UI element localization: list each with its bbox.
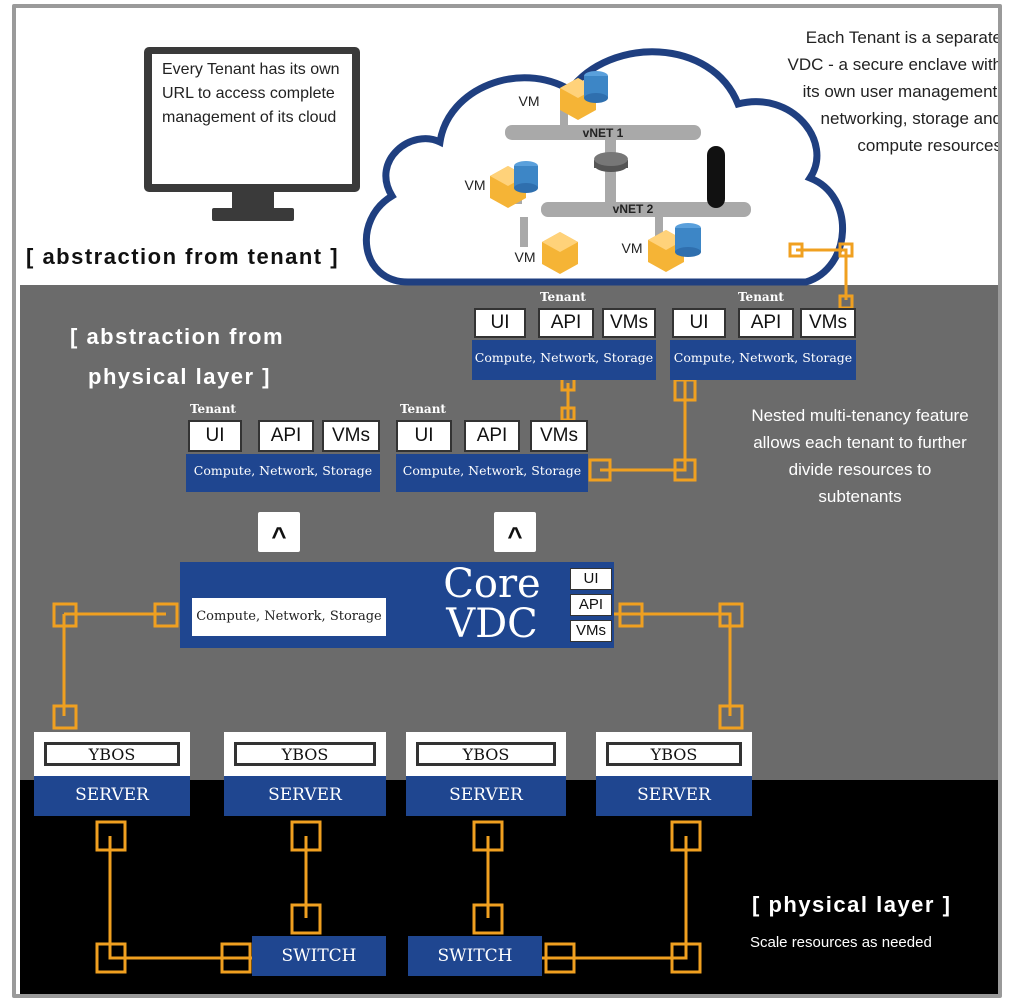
tenant-block-top-right: Tenant UI API VMs Compute, Network, Stor…	[670, 290, 856, 380]
tenant-api-box: API	[538, 308, 594, 338]
server-1: YBOS SERVER	[34, 732, 190, 818]
chevron-up-icon: ^	[271, 521, 287, 551]
ybos-panel: YBOS	[596, 732, 752, 776]
tenant-label: Tenant	[738, 290, 784, 304]
ybos-label: YBOS	[416, 742, 556, 766]
expand-tenant-left-button[interactable]: ^	[258, 512, 300, 552]
tenant-resources-bar: Compute, Network, Storage	[670, 340, 856, 380]
core-title-line1: Core	[443, 561, 541, 607]
vm-label-4: VM	[622, 240, 643, 256]
nested-note-line-2: allows each tenant to further	[753, 433, 967, 452]
expand-tenant-right-button[interactable]: ^	[494, 512, 536, 552]
ybos-label: YBOS	[606, 742, 742, 766]
ybos-label: YBOS	[44, 742, 180, 766]
ybos-panel: YBOS	[224, 732, 386, 776]
tenant-ui-box: UI	[672, 308, 726, 338]
vm-node-2	[490, 161, 538, 208]
vm-node-4	[648, 223, 701, 272]
tenant-block-top-left: Tenant UI API VMs Compute, Network, Stor…	[472, 290, 656, 380]
core-vdc: Compute, Network, Storage Core VDC UI AP…	[180, 562, 614, 648]
chevron-up-icon: ^	[507, 521, 523, 551]
ybos-label: YBOS	[234, 742, 376, 766]
server-label: SERVER	[596, 776, 752, 816]
image-frame	[12, 4, 1002, 998]
physical-layer-heading: [ physical layer ]	[752, 892, 952, 917]
tenant-resources-bar: Compute, Network, Storage	[472, 340, 656, 380]
tenant-vms-box: VMs	[800, 308, 856, 338]
monitor-caption: Every Tenant has its own URL to access c…	[162, 61, 340, 126]
tenant-ui-box: UI	[188, 420, 242, 452]
tenant-abstraction-heading: [ abstraction from tenant ]	[26, 244, 340, 269]
tenant-api-box: API	[738, 308, 794, 338]
vdc-note-line-3: its own user management,	[802, 82, 1002, 101]
ybos-panel: YBOS	[406, 732, 566, 776]
tenant-block-lower-right: Tenant UI API VMs Compute, Network, Stor…	[396, 402, 588, 492]
tenant-resources-bar: Compute, Network, Storage	[186, 454, 380, 492]
vdc-note-line-4: networking, storage and	[820, 109, 1002, 128]
core-vms-box: VMs	[570, 620, 612, 642]
vdc-note-line-1: Each Tenant is a separate	[805, 28, 1002, 47]
nested-note-line-1: Nested multi-tenancy feature	[751, 406, 969, 425]
monitor-icon	[144, 47, 360, 221]
vnet1-label: vNET 1	[583, 126, 624, 140]
vnet2-label: vNET 2	[613, 202, 654, 216]
switch-2: SWITCH	[408, 936, 542, 976]
switch-1: SWITCH	[252, 936, 386, 976]
vm-label-2: VM	[465, 177, 486, 193]
tenant-vms-box: VMs	[322, 420, 380, 452]
server-label: SERVER	[224, 776, 386, 816]
tenant-api-box: API	[464, 420, 520, 452]
core-title-line2: VDC	[446, 601, 538, 647]
server-label: SERVER	[406, 776, 566, 816]
tenant-vms-box: VMs	[602, 308, 656, 338]
tenant-api-box: API	[258, 420, 314, 452]
vdc-note-line-2: VDC - a secure enclave with	[787, 55, 1002, 74]
server-label: SERVER	[34, 776, 190, 816]
tenant-label: Tenant	[400, 402, 446, 416]
vm-node-3	[542, 232, 578, 274]
tenant-label: Tenant	[540, 290, 586, 304]
tenant-resources-bar: Compute, Network, Storage	[396, 454, 588, 492]
scale-note: Scale resources as needed	[750, 934, 932, 951]
core-api-box: API	[570, 594, 612, 616]
physical-abstraction-heading-line1: [ abstraction from	[70, 324, 285, 349]
vm-label-3: VM	[515, 249, 536, 265]
nested-note-line-3: divide resources to	[788, 460, 932, 479]
vdc-note: Each Tenant is a separate VDC - a secure…	[736, 24, 1002, 159]
core-resources-box: Compute, Network, Storage	[192, 598, 386, 636]
tenant-block-lower-left: Tenant UI API VMs Compute, Network, Stor…	[186, 402, 380, 492]
server-4: YBOS SERVER	[596, 732, 752, 818]
tenant-label: Tenant	[190, 402, 236, 416]
tenant-ui-box: UI	[396, 420, 452, 452]
server-2: YBOS SERVER	[224, 732, 386, 818]
physical-abstraction-heading-line2: physical layer ]	[88, 364, 271, 389]
vm-node-1	[560, 71, 608, 120]
vm-label-1: VM	[519, 93, 540, 109]
nested-note-line-4: subtenants	[818, 487, 902, 506]
ybos-panel: YBOS	[34, 732, 190, 776]
nested-note: Nested multi-tenancy feature allows each…	[718, 402, 1002, 510]
tenant-ui-box: UI	[474, 308, 526, 338]
tenant-vms-box: VMs	[530, 420, 588, 452]
server-3: YBOS SERVER	[406, 732, 566, 818]
core-ui-box: UI	[570, 568, 612, 590]
vdc-note-line-5: compute resources	[857, 136, 1002, 155]
